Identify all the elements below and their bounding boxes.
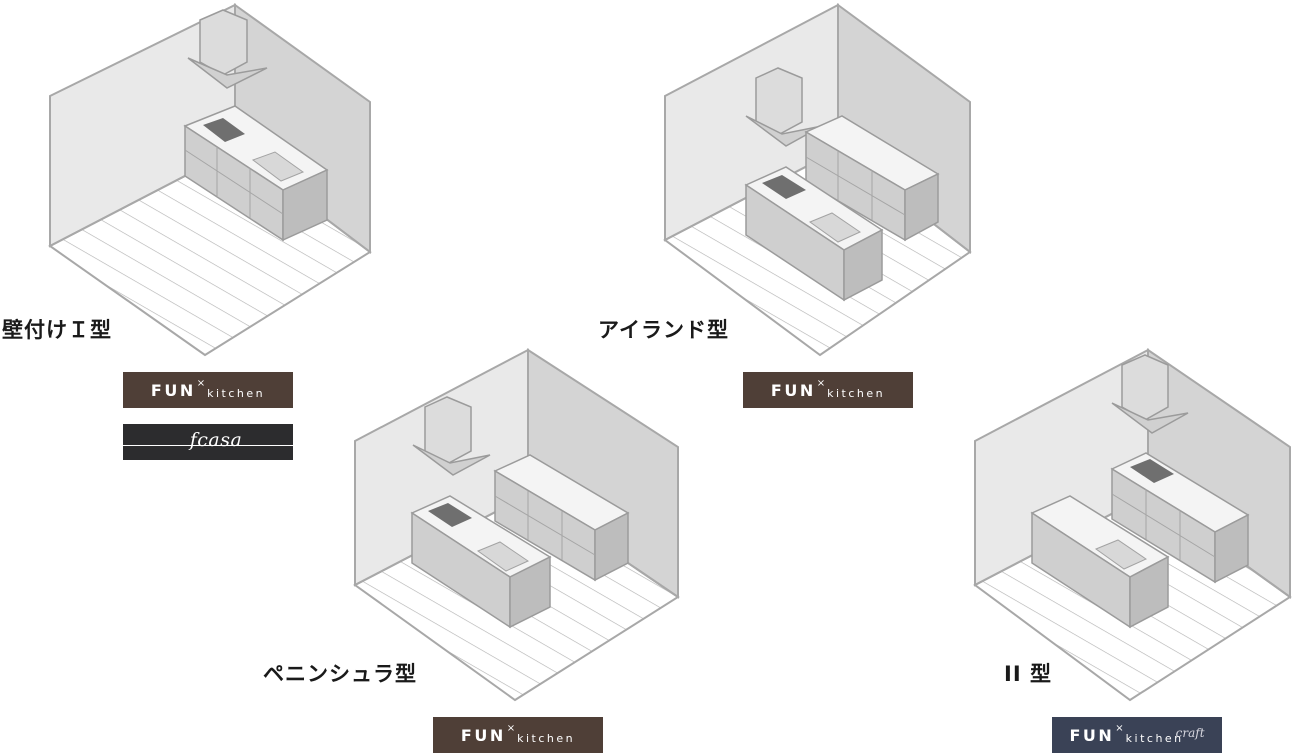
fun-kitchen-craft-logo[interactable]: FUN × kitchen craft [1052, 717, 1222, 753]
fun-text: FUN [150, 380, 196, 400]
fun-kitchen-logo[interactable]: FUN × kitchen [123, 372, 293, 408]
fun-text: FUN [460, 725, 506, 745]
layout-label-ii: II 型 [1004, 662, 1052, 686]
fun-text: FUN [770, 380, 816, 400]
signature-mark: craft [1175, 726, 1205, 740]
kitchen-text: kitchen [827, 386, 886, 400]
kitchen-text: kitchen [517, 731, 576, 745]
fun-kitchen-logo[interactable]: FUN × kitchen [743, 372, 913, 408]
times-glyph: × [1115, 722, 1124, 734]
room-ii [973, 348, 1292, 702]
room-island [663, 3, 972, 357]
fcasa-logo[interactable]: fcasa [123, 424, 293, 460]
times-glyph: × [506, 722, 516, 734]
room-wall-i [48, 3, 372, 357]
fun-kitchen-logo[interactable]: FUN × kitchen [433, 717, 603, 753]
kitchen-text: kitchen [207, 386, 266, 400]
layout-label-wall-i: 壁付けＩ型 [2, 318, 112, 342]
layout-label-peninsula: ペニンシュラ型 [263, 662, 417, 686]
times-glyph: × [196, 377, 206, 389]
fcasa-text: fcasa [189, 429, 243, 451]
layout-label-island: アイランド型 [598, 318, 729, 342]
kitchen-text: kitchen [1125, 731, 1184, 745]
fcasa-underline [123, 445, 293, 446]
times-glyph: × [816, 377, 826, 389]
room-peninsula [353, 348, 680, 702]
fun-text: FUN [1069, 725, 1115, 745]
